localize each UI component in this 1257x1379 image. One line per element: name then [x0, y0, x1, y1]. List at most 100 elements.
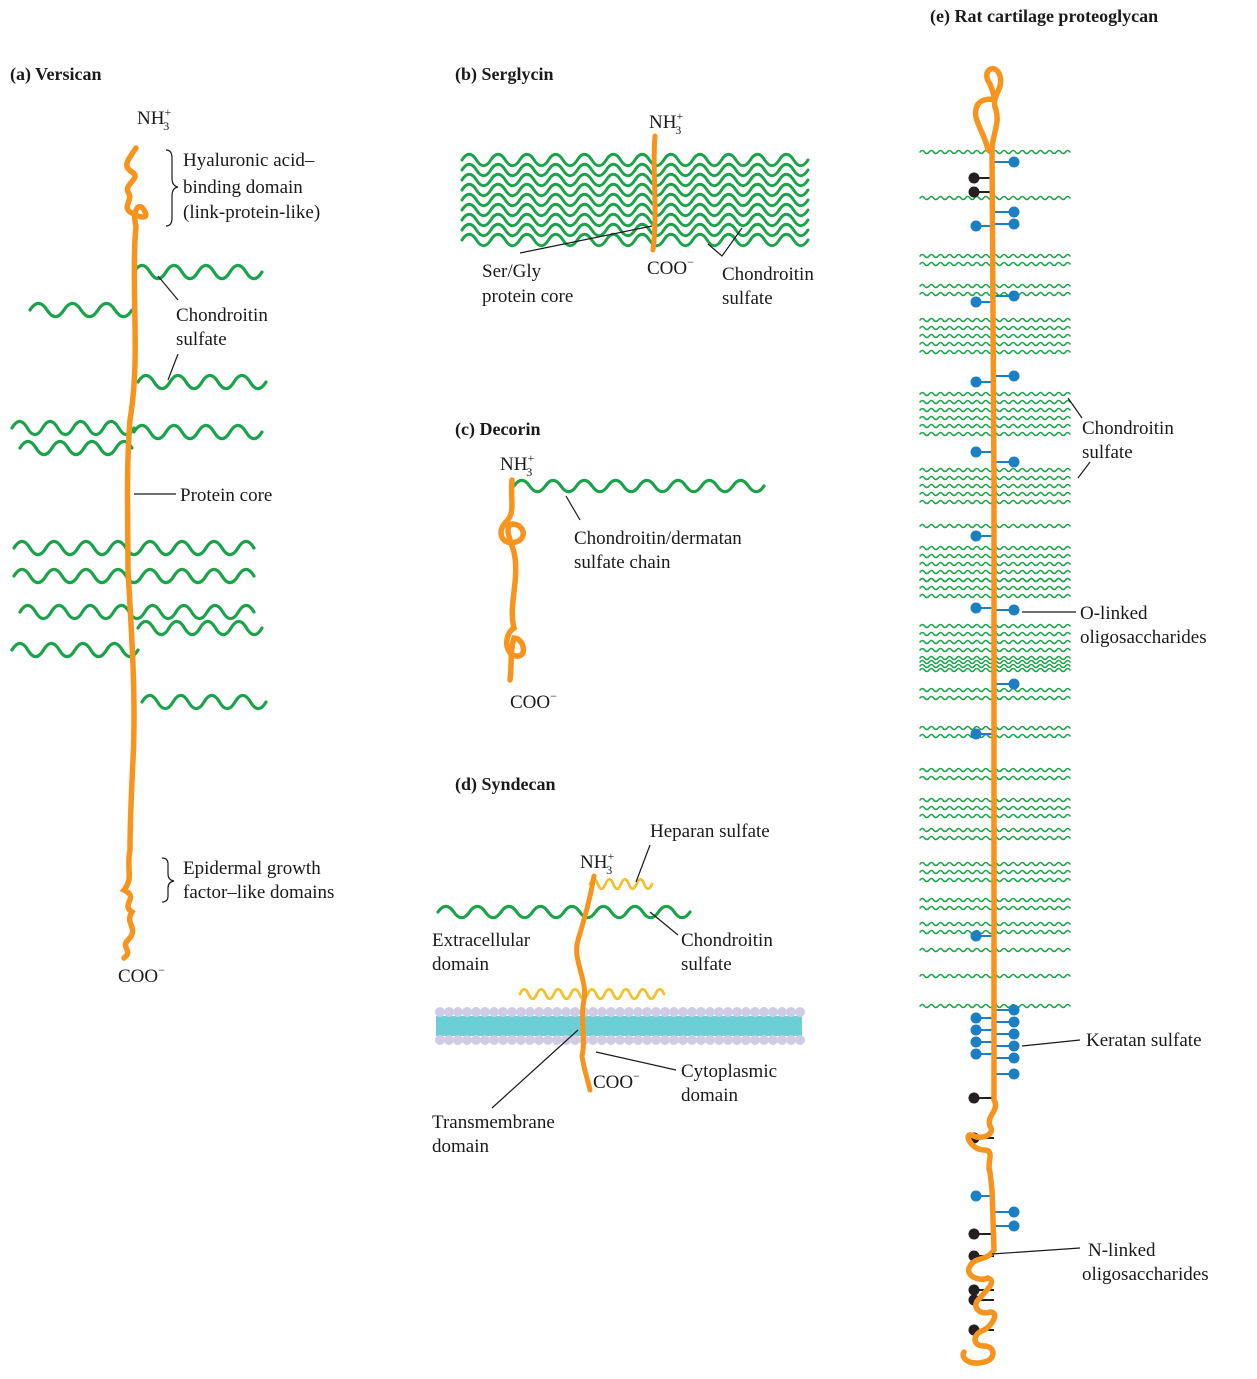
lipid-head: [561, 1007, 571, 1017]
lipid-head: [678, 1007, 688, 1017]
lipid-head: [777, 1035, 787, 1045]
o-linked-oligosaccharide-icon: [994, 1052, 1020, 1064]
ha-domain-brace: [165, 149, 179, 227]
panel-a-title: (a) Versican: [10, 64, 102, 85]
lipid-head: [696, 1007, 706, 1017]
serglycin-coo-label: COO−: [647, 255, 694, 279]
serglycin-chondroitin-chain: [460, 232, 810, 248]
lipid-head: [660, 1007, 670, 1017]
o-linked-oligosaccharide-icon: [970, 1024, 994, 1036]
lipid-head: [543, 1035, 553, 1045]
versican-nh3-label: NH+3: [137, 105, 171, 133]
lipid-head: [786, 1035, 796, 1045]
decorin-chain-label-1: Chondroitin/dermatan: [574, 528, 742, 549]
versican-chondroitin-chain: [140, 693, 268, 711]
heparan-sulfate-chain: [588, 877, 654, 891]
o-linked-oligosaccharide-icon: [994, 1016, 1020, 1028]
lipid-head: [543, 1007, 553, 1017]
versican-chondroitin-chain: [28, 301, 134, 319]
lipid-head: [471, 1035, 481, 1045]
serglycin-chondroitin-chain: [460, 162, 810, 178]
lipid-head: [552, 1035, 562, 1045]
versican-chondroitin-chain: [136, 619, 264, 637]
o-linked-oligosaccharide-icon: [970, 602, 994, 614]
lipid-head: [516, 1035, 526, 1045]
lipid-head: [633, 1007, 643, 1017]
panel-c-decorin: (c) Decorin NH+3 Chondroitin/dermatan su…: [455, 419, 742, 713]
panel-c-title: (c) Decorin: [455, 419, 540, 440]
lipid-head: [714, 1035, 724, 1045]
lipid-head: [507, 1007, 517, 1017]
lipid-head: [768, 1035, 778, 1045]
o-linked-oligosaccharide-icon: [994, 678, 1020, 690]
membrane-hydrophobic-core: [436, 1016, 802, 1036]
syndecan-cs-label-2: sulfate: [681, 954, 732, 975]
lipid-head: [723, 1035, 733, 1045]
o-linked-oligosaccharide-icon: [994, 1068, 1020, 1080]
lipid-head: [669, 1035, 679, 1045]
lipid-head: [444, 1035, 454, 1045]
lipid-head: [732, 1035, 742, 1045]
lipid-head: [435, 1035, 445, 1045]
lipid-head: [768, 1007, 778, 1017]
ha-domain-label-2: binding domain: [183, 177, 303, 198]
syndecan-cs-label-1: Chondroitin: [681, 930, 773, 951]
cartilage-protein-core: [960, 66, 1004, 1366]
lipid-head: [759, 1007, 769, 1017]
serglycin-chondroitin-chain: [460, 172, 810, 188]
keratan-label: Keratan sulfate: [1086, 1030, 1202, 1051]
o-linked-oligosaccharide-icon: [970, 376, 994, 388]
lipid-head: [462, 1035, 472, 1045]
lipid-head: [696, 1035, 706, 1045]
o-linked-oligosaccharide-icon: [994, 1004, 1020, 1016]
versican-chondroitin-chain: [10, 419, 136, 437]
versican-chondroitin-chain: [18, 439, 134, 457]
versican-chondroitin-chain: [12, 567, 256, 585]
cytoplasmic-label-2: domain: [681, 1085, 738, 1106]
panel-a-versican: (a) Versican NH+3 Hyaluronic acid– bindi…: [10, 64, 334, 987]
o-linked-oligosaccharide-icon: [994, 604, 1020, 616]
transmembrane-leader: [491, 1029, 579, 1109]
cytoplasmic-leader: [595, 1051, 677, 1071]
lipid-head: [687, 1007, 697, 1017]
extracellular-label-1: Extracellular: [432, 930, 531, 951]
o-linked-oligosaccharide-icon: [994, 218, 1020, 230]
lipid-head: [615, 1007, 625, 1017]
lipid-head: [444, 1007, 454, 1017]
lipid-head: [588, 1007, 598, 1017]
versican-cs-label-1: Chondroitin: [176, 305, 268, 326]
ha-domain-label-3: (link-protein-like): [183, 202, 320, 223]
lipid-head: [777, 1007, 787, 1017]
heparan-leader: [635, 844, 651, 883]
decorin-nh3-label: NH+3: [500, 451, 534, 479]
serglycin-core-label-2: protein core: [482, 286, 573, 307]
lipid-head: [606, 1035, 616, 1045]
lipid-head: [795, 1007, 805, 1017]
lipid-head: [624, 1007, 634, 1017]
serglycin-core-label-1: Ser/Gly: [482, 261, 542, 282]
lipid-head: [714, 1007, 724, 1017]
o-linked-oligosaccharide-icon: [994, 1206, 1020, 1218]
lipid-head: [642, 1035, 652, 1045]
panel-d-title: (d) Syndecan: [455, 774, 556, 795]
lipid-head: [741, 1007, 751, 1017]
lipid-head: [705, 1007, 715, 1017]
cytoplasmic-label-1: Cytoplasmic: [681, 1061, 777, 1082]
ha-domain-label-1: Hyaluronic acid–: [183, 150, 315, 171]
lipid-head: [471, 1007, 481, 1017]
lipid-bilayer: [435, 1007, 805, 1045]
o-linked-label-1: O-linked: [1080, 603, 1148, 624]
decorin-chain-leader: [565, 495, 581, 521]
protein-core-label: Protein core: [180, 485, 272, 506]
decorin-coo-label: COO−: [510, 689, 557, 713]
syndecan-protein-core: [574, 873, 597, 1093]
lipid-head: [705, 1035, 715, 1045]
lipid-head: [489, 1007, 499, 1017]
o-linked-oligosaccharide-icon: [970, 728, 994, 740]
lipid-head: [453, 1007, 463, 1017]
syndecan-cs-leader: [649, 911, 679, 936]
lipid-head: [651, 1035, 661, 1045]
transmembrane-label-1: Transmembrane: [432, 1112, 555, 1133]
cartilage-cs-label-2: sulfate: [1082, 442, 1133, 463]
lipid-head: [525, 1035, 535, 1045]
